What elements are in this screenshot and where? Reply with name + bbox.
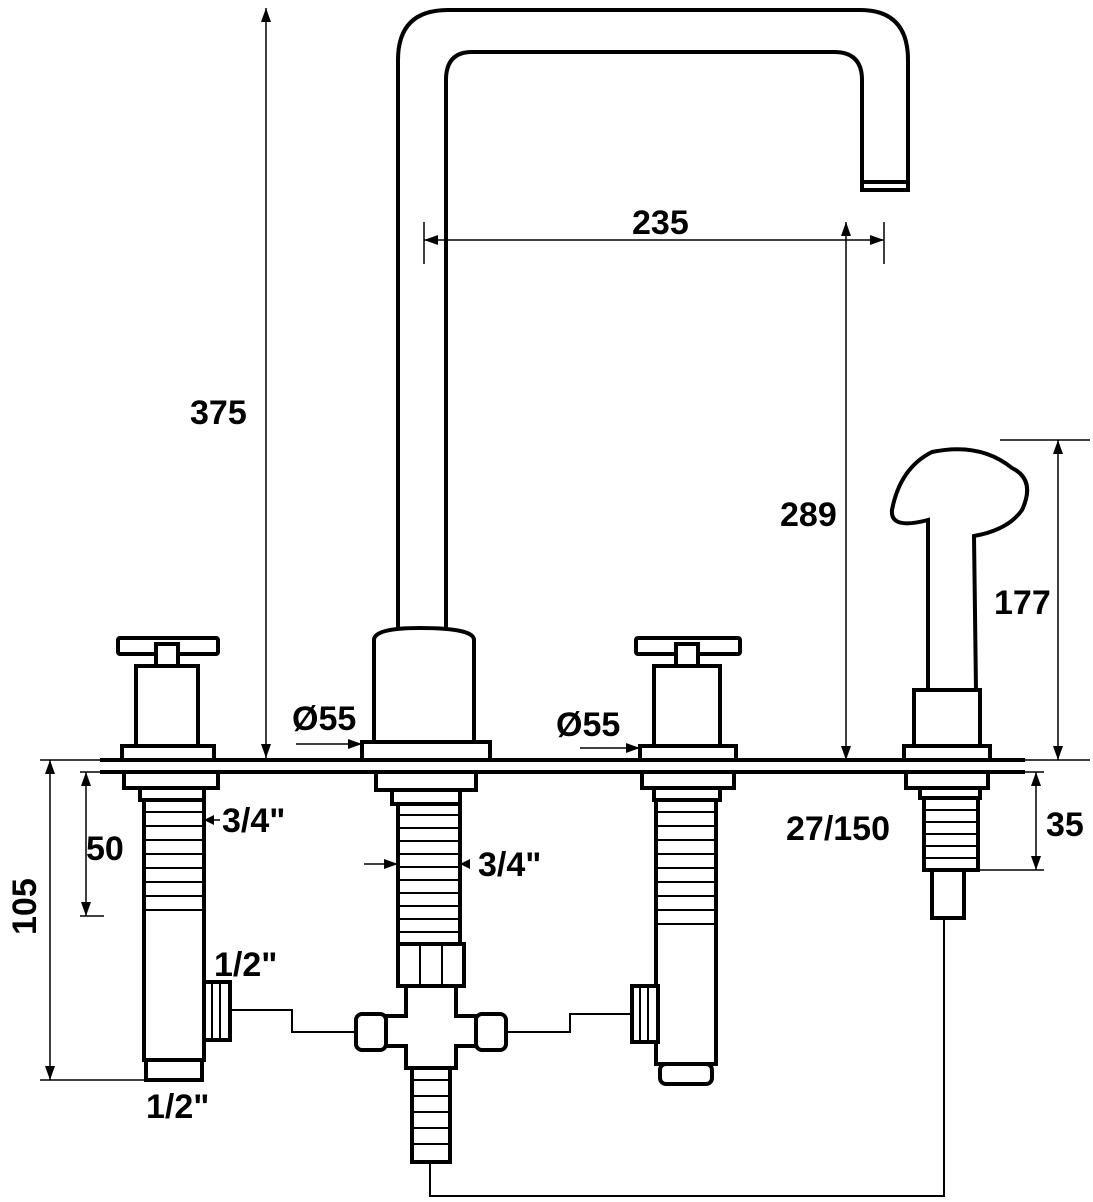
dim-dia-left-label: Ø55 bbox=[292, 700, 356, 738]
dim-thread-length-label: 50 bbox=[86, 830, 124, 868]
dim-spout-reach: 235 bbox=[423, 204, 885, 264]
dim-spray-hole-label: 27/150 bbox=[786, 810, 890, 848]
mixing-tee bbox=[354, 984, 508, 1164]
dim-spout-height: 289 bbox=[780, 222, 851, 760]
dim-dia-right: Ø55 bbox=[556, 706, 640, 753]
dim-thread-center-label: 3/4" bbox=[478, 846, 541, 884]
spout-base bbox=[360, 625, 492, 988]
dim-below-deck: 105 bbox=[6, 759, 146, 1081]
dim-dia-left: Ø55 bbox=[292, 700, 362, 749]
dim-spray-height-label: 177 bbox=[994, 584, 1051, 622]
left-valve bbox=[116, 636, 232, 1082]
dim-thread-length: 50 bbox=[80, 771, 130, 917]
dim-total-height-label: 375 bbox=[190, 394, 247, 432]
dim-dia-right-label: Ø55 bbox=[556, 706, 620, 744]
spout bbox=[396, 8, 910, 632]
dim-thread-left-label: 3/4" bbox=[222, 802, 285, 840]
dim-spray-height: 177 bbox=[990, 439, 1090, 761]
side-spray bbox=[889, 447, 1030, 920]
dim-spray-depth-label: 35 bbox=[1046, 806, 1084, 844]
connecting-hoses bbox=[230, 920, 945, 1197]
deck-plate bbox=[100, 758, 1025, 774]
dim-total-height: 375 bbox=[190, 8, 271, 758]
center-thread bbox=[400, 814, 458, 933]
dim-spout-reach-label: 235 bbox=[632, 204, 689, 242]
dim-below-deck-label: 105 bbox=[6, 878, 44, 935]
dim-spray-depth: 35 bbox=[980, 771, 1084, 871]
dim-outlet-left-label: 1/2" bbox=[146, 1088, 209, 1126]
dim-thread-center: 3/4" bbox=[364, 846, 541, 884]
dim-thread-left: 3/4" bbox=[204, 802, 285, 840]
dim-inlet-left-label: 1/2" bbox=[214, 946, 277, 984]
right-valve bbox=[630, 636, 742, 1086]
dim-spout-height-label: 289 bbox=[780, 496, 837, 534]
